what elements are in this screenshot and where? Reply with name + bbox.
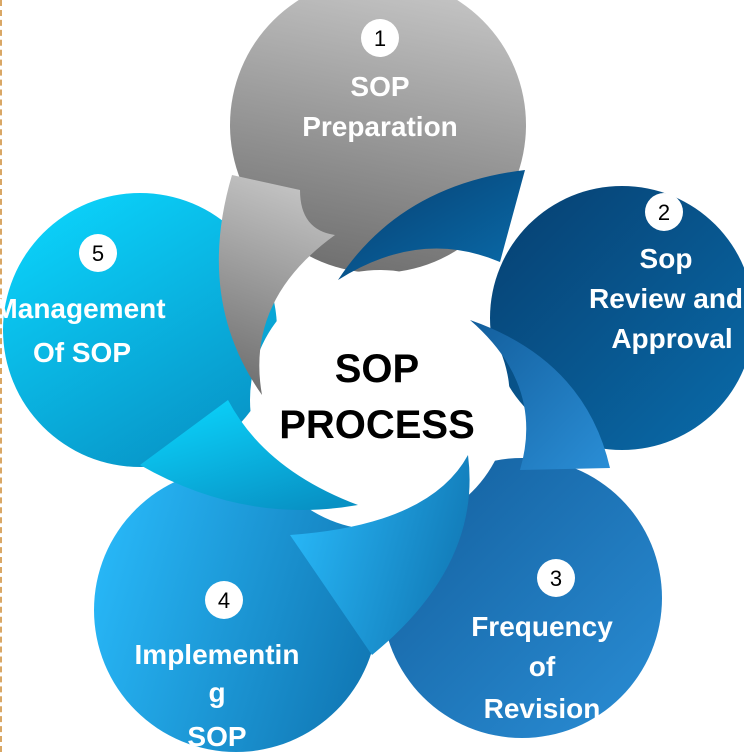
- svg-text:3: 3: [550, 566, 562, 591]
- tail-step-5: [140, 400, 358, 510]
- step-3-label-line-3: Revision: [484, 693, 601, 724]
- step-4-badge: 4: [205, 581, 243, 619]
- center-title-line-1: SOP: [335, 347, 419, 391]
- dashed-border: [0, 0, 4, 752]
- step-4-label-line-2: g: [208, 677, 225, 708]
- step-3-badge: 3: [537, 559, 575, 597]
- step-4-label-line-1: Implementin: [135, 639, 300, 670]
- tail-step-4: [290, 455, 470, 655]
- svg-text:2: 2: [658, 200, 670, 225]
- svg-text:4: 4: [218, 588, 230, 613]
- step-2-label-line-2: Review and: [589, 283, 743, 314]
- step-2-label-line-3: Approval: [611, 323, 732, 354]
- step-5-label-line-2: Of SOP: [33, 337, 131, 368]
- step-5-badge: 5: [79, 234, 117, 272]
- tail-step-1: [218, 175, 335, 395]
- center-disc: [250, 270, 510, 530]
- tail-step-2: [338, 170, 525, 280]
- step-3-label-line-1: Frequency: [471, 611, 613, 642]
- step-3-label-line-2: of: [529, 651, 556, 682]
- tail-step-3: [470, 320, 610, 470]
- step-1-label-line-1: SOP: [350, 71, 409, 102]
- step-4-label-line-3: SOP: [187, 721, 246, 752]
- petal-step-5: [3, 193, 277, 467]
- step-1-badge: 1: [361, 19, 399, 57]
- step-1-label-line-2: Preparation: [302, 111, 458, 142]
- step-2-badge: 2: [645, 193, 683, 231]
- center-title-line-2: PROCESS: [279, 403, 475, 447]
- step-2-label-line-1: Sop: [640, 243, 693, 274]
- svg-text:1: 1: [374, 26, 386, 51]
- svg-text:5: 5: [92, 241, 104, 266]
- step-5-label-line-1: Management: [0, 293, 166, 324]
